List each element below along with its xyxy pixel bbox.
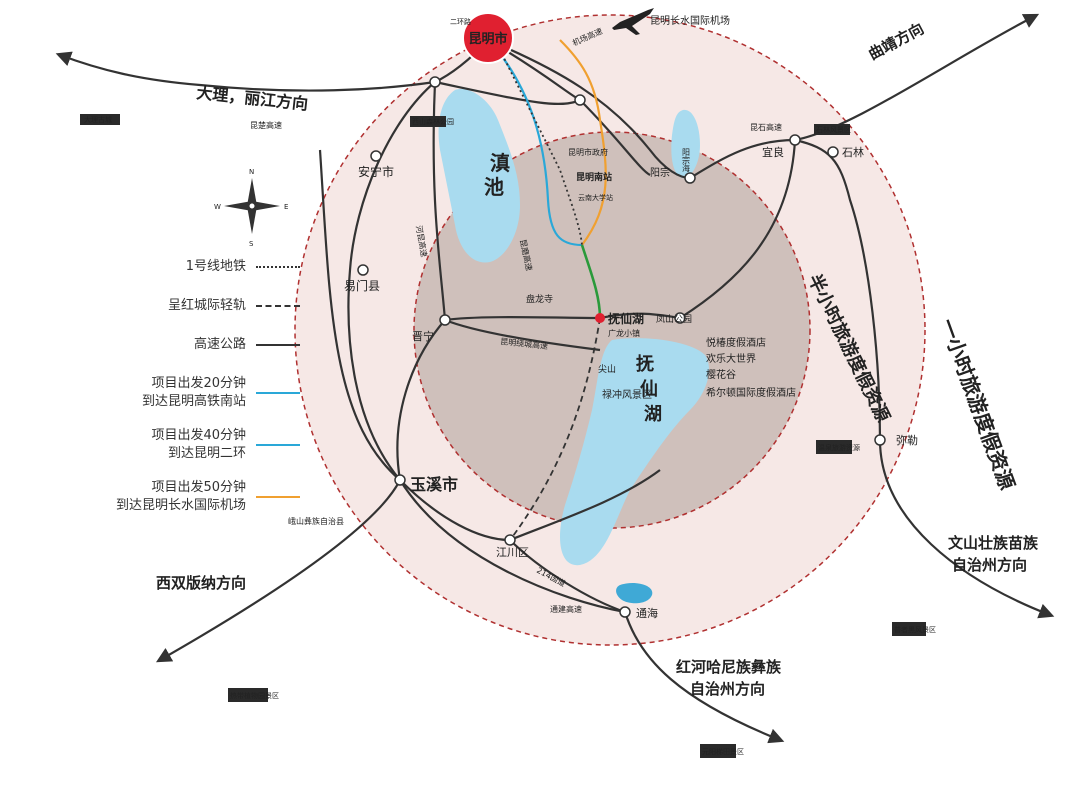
svg-text:N: N (249, 168, 254, 176)
yiliang-label: 宜良 (762, 145, 784, 159)
fuxianhu-label-2: 仙 (640, 378, 658, 400)
jiangchuan-label: 江川区 (496, 546, 529, 559)
station-south: 昆明南站 (576, 171, 612, 183)
yinghua-label: 樱花谷 (706, 368, 736, 381)
kunming-marker[interactable] (462, 12, 514, 64)
svg-text:元阳梯田景区: 元阳梯田景区 (702, 747, 744, 756)
fuxianhu-label-3: 湖 (644, 404, 662, 425)
legend-50min: 项目出发50分钟 到达昆明长水国际机场 (60, 477, 300, 517)
honghe-direction-2: 自治州方向 (690, 680, 765, 698)
svg-text:大理古城: 大理古城 (84, 115, 112, 124)
svg-text:石林风景区: 石林风景区 (816, 125, 851, 134)
anning-label: 安宁市 (358, 164, 394, 179)
fuxian-town-sub: 广龙小镇 (608, 328, 640, 338)
honghe-direction-1: 红河哈尼族彝族 (676, 658, 782, 676)
wenshan-direction-1: 文山壮族苗族 (948, 534, 1039, 552)
fuxianhu-lake (560, 338, 710, 566)
airplane-icon (612, 8, 654, 35)
legend-highway: 高速公路 (60, 334, 300, 356)
legend-20min: 项目出发20分钟 到达昆明高铁南站 (60, 373, 300, 413)
road-tongjian: 通建高速 (550, 604, 582, 614)
compass-icon: N W E S (214, 168, 288, 248)
airport-label: 昆明长水国际机场 (650, 14, 730, 27)
fuxianhu-label: 抚 (636, 354, 654, 375)
fengshan-label: 凤山公园 (656, 314, 692, 325)
one-hour-ring-label: 一小时旅游度假资源 (935, 316, 1019, 493)
dianchi-lake (438, 89, 520, 263)
svg-text:E: E (284, 203, 288, 211)
scenic-badges: 大理古城 西山森林公园 石林风景区 温泉旅游资源 普者黑风景区 热带植物园景区 … (80, 114, 936, 758)
fuxian-project-marker[interactable] (595, 313, 605, 323)
metro-blue-line (493, 45, 583, 247)
yangzonghai-label: 阳宗海 (682, 148, 691, 173)
legend-intercity: 呈红城际轻轨 (60, 295, 300, 317)
svg-text:热带植物园景区: 热带植物园景区 (230, 691, 279, 700)
hilton-label: 希尔顿国际度假酒店 (706, 386, 796, 399)
luchong-label: 禄冲风景区 (602, 388, 652, 401)
shilin-label: 石林 (842, 145, 864, 159)
jinning-label: 晋宁 (412, 329, 434, 343)
dianchi-label-1: 滇 (490, 151, 510, 175)
emoshan-label: 峨山彝族自治县 (288, 516, 344, 526)
svg-text:西山森林公园: 西山森林公园 (412, 117, 454, 126)
fuxian-town-label: 抚仙湖 (608, 311, 644, 326)
station-gov: 昆明市政府 (568, 147, 608, 157)
svg-text:S: S (249, 240, 254, 248)
wenshan-direction-2: 自治州方向 (952, 556, 1027, 574)
svg-text:W: W (214, 203, 221, 211)
huanle-label: 欢乐大世界 (706, 352, 756, 365)
xishuangbanna-direction: 西双版纳方向 (156, 574, 246, 592)
jianshan-label: 尖山 (598, 363, 616, 375)
svg-text:温泉旅游资源: 温泉旅游资源 (818, 443, 860, 452)
green-link-line (580, 244, 602, 319)
mile-label: 弥勒 (896, 433, 918, 447)
qujing-direction: 曲靖方向 (865, 19, 926, 63)
legend-40min: 项目出发40分钟 到达昆明二环 (60, 425, 300, 465)
station-univ: 云南大学站 (578, 193, 613, 202)
yangzong-label: 阳宗 (650, 166, 670, 179)
map-legend: 1号线地铁 呈红城际轻轨 高速公路 项目出发20分钟 到达昆明高铁南站 项目出发… (60, 256, 300, 529)
dianchi-label-2: 池 (484, 175, 504, 199)
subway-line-1 (499, 49, 583, 246)
road-kunshi: 昆石高速 (750, 122, 782, 132)
yimen-label: 易门县 (344, 278, 380, 293)
yuehu-label: 悦椿度假酒店 (706, 336, 766, 349)
kunming-label: 昆明市 (468, 31, 507, 47)
road-kunchu: 昆楚高速 (250, 120, 282, 130)
intercity-rail (509, 317, 601, 541)
yuxi-label: 玉溪市 (410, 475, 458, 494)
legend-subway: 1号线地铁 (60, 256, 300, 278)
svg-text:普者黑风景区: 普者黑风景区 (894, 625, 936, 634)
panlong-label: 盘龙寺 (526, 293, 553, 305)
yangzonghai-lake (671, 109, 700, 179)
road-ring2: 二环路 (450, 17, 471, 26)
tonghai-label: 通海 (636, 606, 658, 620)
airport-orange-line (559, 39, 607, 246)
xingyun-lake (616, 583, 653, 604)
dali-direction: 大理，丽江方向 (196, 83, 309, 114)
